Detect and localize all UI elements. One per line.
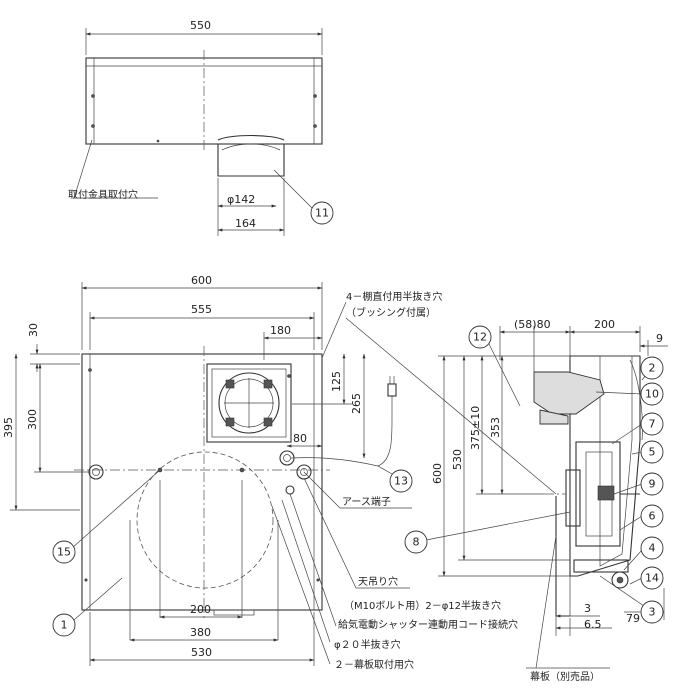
dim-600-front: 600 (191, 274, 212, 287)
svg-text:5: 5 (649, 446, 656, 459)
svg-text:3: 3 (649, 606, 656, 619)
front-duct-box (206, 363, 292, 443)
svg-text:9: 9 (649, 478, 656, 491)
label-earth: アース端子 (342, 495, 391, 508)
callout-3 (640, 600, 664, 624)
side-view: 600 530 375±10 353 (58)80 200 9 3 6.5 (404, 318, 668, 683)
callout-6 (640, 504, 664, 528)
svg-text:12: 12 (473, 331, 487, 344)
front-view: 600 555 180 30 395 300 125 265 80 (2, 274, 557, 671)
svg-text:13: 13 (394, 475, 408, 488)
label-skirt-board: 幕板（別売品） (530, 670, 600, 683)
knock-20-hole (285, 485, 295, 495)
hang-hole-right (296, 464, 312, 480)
hang-hole-left (88, 464, 104, 480)
dim-380: 380 (190, 626, 211, 639)
dim-58-80: (58)80 (514, 318, 551, 331)
callout-5 (640, 440, 664, 464)
svg-text:7: 7 (649, 418, 656, 431)
label-knock-20: φ２０半抜き穴 (334, 638, 401, 651)
callout-8 (404, 530, 428, 554)
callout-7 (640, 412, 664, 436)
callout-2 (640, 356, 664, 380)
svg-text:10: 10 (645, 388, 659, 401)
label-skirt-holes: ２－幕板取付用穴 (334, 658, 414, 671)
damper-plate (565, 469, 581, 527)
svg-text:14: 14 (645, 572, 659, 585)
dim-600-side: 600 (431, 463, 444, 484)
callout-14 (640, 566, 664, 590)
dim-550: 550 (190, 19, 211, 32)
top-duct (217, 144, 285, 177)
label-shutter-cord: 給気電動シャッター連動用コード接続穴 (338, 618, 518, 631)
svg-text:8: 8 (413, 536, 420, 549)
dim-80-front: 80 (293, 432, 307, 445)
callout-15 (52, 540, 76, 564)
label-bushing: （ブッシング付属） (346, 306, 436, 319)
dim-79: 79 (626, 612, 640, 625)
dim-265: 265 (350, 393, 363, 414)
dim-3: 3 (584, 602, 591, 615)
dim-530-bottom: 530 (191, 646, 212, 659)
callout-10 (640, 382, 664, 406)
dim-phi142: φ142 (227, 193, 255, 206)
dim-125: 125 (330, 371, 343, 392)
dim-164: 164 (235, 217, 256, 230)
side-duct (533, 371, 605, 415)
dim-555: 555 (191, 303, 212, 316)
dim-353: 353 (489, 417, 502, 438)
svg-text:15: 15 (57, 546, 71, 559)
svg-text:2: 2 (649, 362, 656, 375)
front-view-body (81, 353, 323, 611)
dim-530-side: 530 (451, 449, 464, 470)
dim-180: 180 (270, 324, 291, 337)
callout-13 (389, 469, 413, 493)
callout-9 (640, 472, 664, 496)
svg-text:4: 4 (649, 542, 656, 555)
label-shelf-holes: 4－棚直付用半抜き穴 (346, 290, 442, 303)
dim-395: 395 (2, 417, 15, 438)
svg-text:11: 11 (315, 207, 329, 220)
callout-11 (310, 201, 334, 225)
dim-375: 375±10 (469, 406, 482, 450)
svg-text:6: 6 (649, 510, 656, 523)
label-mount-hole: 取付金具取付穴 (68, 188, 138, 201)
label-hang-holes: 天吊り穴 (358, 575, 398, 588)
dim-9: 9 (656, 332, 663, 345)
power-cord (290, 396, 393, 467)
dim-300-front: 300 (26, 409, 39, 430)
callout-12 (468, 325, 492, 349)
dim-200-bottom: 200 (190, 603, 211, 616)
dim-30: 30 (27, 323, 40, 337)
dim-6-5: 6.5 (584, 618, 602, 631)
dim-200-side: 200 (594, 318, 615, 331)
label-m10: （M10ボルト用）2－φ12半抜き穴 (344, 599, 501, 612)
callout-4 (640, 536, 664, 560)
callout-1 (52, 613, 76, 637)
fan-outline (136, 451, 274, 589)
svg-text:1: 1 (61, 619, 68, 632)
top-view: 550 φ142 164 取付金具取付穴 11 (68, 19, 334, 236)
